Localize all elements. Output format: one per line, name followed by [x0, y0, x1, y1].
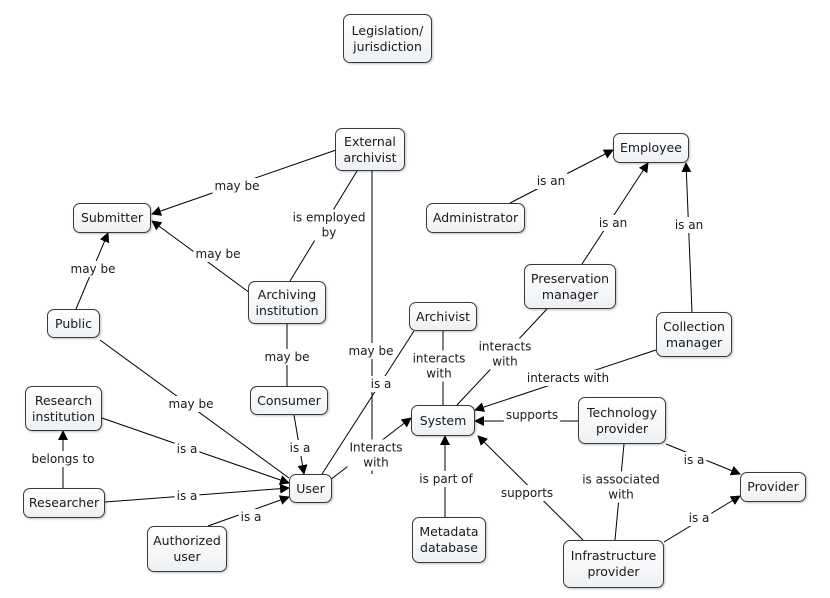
svg-text:supports: supports: [501, 486, 553, 500]
edge-label-researcher-user: is a: [174, 488, 200, 504]
svg-text:interacts with: interacts with: [527, 371, 609, 385]
edge-label-arch-submitter: may be: [193, 246, 243, 262]
svg-text:is a: is a: [684, 453, 705, 467]
svg-text:is an: is an: [537, 174, 565, 188]
svg-text:is an: is an: [599, 216, 627, 230]
node-preservation-manager[interactable]: Preservation manager: [524, 264, 616, 309]
node-legislation-jurisdiction[interactable]: Legislation/ jurisdiction: [343, 14, 432, 63]
edge-label-archivist-user: is a: [368, 376, 394, 392]
edge-label-infra-provider: is a: [686, 510, 712, 526]
node-infrastructure-provider[interactable]: Infrastructure provider: [563, 540, 664, 588]
edge-label-ext-submitter: may be: [212, 178, 262, 194]
edge-label-authorized-user-user: is a: [238, 509, 264, 525]
svg-text:is part of: is part of: [419, 472, 473, 486]
node-provider[interactable]: Provider: [740, 472, 806, 502]
node-technology-provider[interactable]: Technology provider: [578, 397, 666, 444]
edge-label-coll-system: interacts with: [524, 370, 612, 386]
edge-pres-employee: [581, 162, 649, 265]
svg-text:may be: may be: [196, 247, 241, 261]
node-submitter[interactable]: Submitter: [73, 203, 151, 233]
svg-text:is a: is a: [371, 377, 392, 391]
svg-text:is a: is a: [689, 511, 710, 525]
edge-label-metadata-system: is part of: [417, 471, 476, 487]
svg-text:supports: supports: [506, 408, 558, 422]
edge-label-researcher-research: belongs to: [29, 451, 97, 467]
svg-text:may be: may be: [265, 350, 310, 364]
edge-label-tech-provider: is a: [681, 452, 707, 468]
node-researcher[interactable]: Researcher: [23, 488, 105, 518]
svg-text:is an: is an: [675, 218, 703, 232]
node-archiving-institution[interactable]: Archiving institution: [248, 281, 326, 324]
node-archivist[interactable]: Archivist: [409, 302, 477, 331]
node-metadata-database[interactable]: Metadata database: [412, 517, 486, 563]
svg-text:may be: may be: [349, 344, 394, 358]
node-public[interactable]: Public: [47, 309, 100, 338]
svg-text:is a: is a: [290, 441, 311, 455]
svg-text:belongs to: belongs to: [31, 452, 94, 466]
edge-archivist-user: [321, 330, 415, 475]
node-external-archivist[interactable]: External archivist: [335, 128, 405, 171]
edge-coll-employee: [681, 162, 693, 313]
svg-text:may be: may be: [169, 397, 214, 411]
edge-label-pres-employee: is an: [596, 215, 630, 231]
edge-label-research-user: is a: [174, 441, 200, 457]
edge-label-tech-system: supports: [503, 407, 561, 423]
node-authorized-user[interactable]: Authorized user: [147, 526, 227, 572]
node-consumer[interactable]: Consumer: [250, 386, 328, 415]
node-user[interactable]: User: [289, 474, 332, 503]
node-research-institution[interactable]: Research institution: [25, 386, 102, 431]
edge-label-infra-system: supports: [498, 485, 556, 501]
svg-text:may be: may be: [215, 179, 260, 193]
svg-text:is a: is a: [177, 489, 198, 503]
node-system[interactable]: System: [411, 405, 475, 436]
node-administrator[interactable]: Administrator: [426, 203, 525, 233]
edge-label-public-submitter: may be: [68, 261, 118, 277]
svg-text:is a: is a: [177, 442, 198, 456]
edge-label-arch-consumer: may be: [262, 349, 312, 365]
edge-label-public-user: may be: [166, 396, 216, 412]
node-employee[interactable]: Employee: [613, 133, 689, 163]
node-collection-manager[interactable]: Collection manager: [656, 312, 732, 357]
svg-text:may be: may be: [71, 262, 116, 276]
edge-label-coll-employee: is an: [672, 217, 706, 233]
edge-label-consumer-user: is a: [287, 440, 313, 456]
edge-label-ext-user: may be: [346, 343, 396, 359]
edge-label-admin-employee: is an: [534, 173, 568, 189]
svg-text:is a: is a: [241, 510, 262, 524]
